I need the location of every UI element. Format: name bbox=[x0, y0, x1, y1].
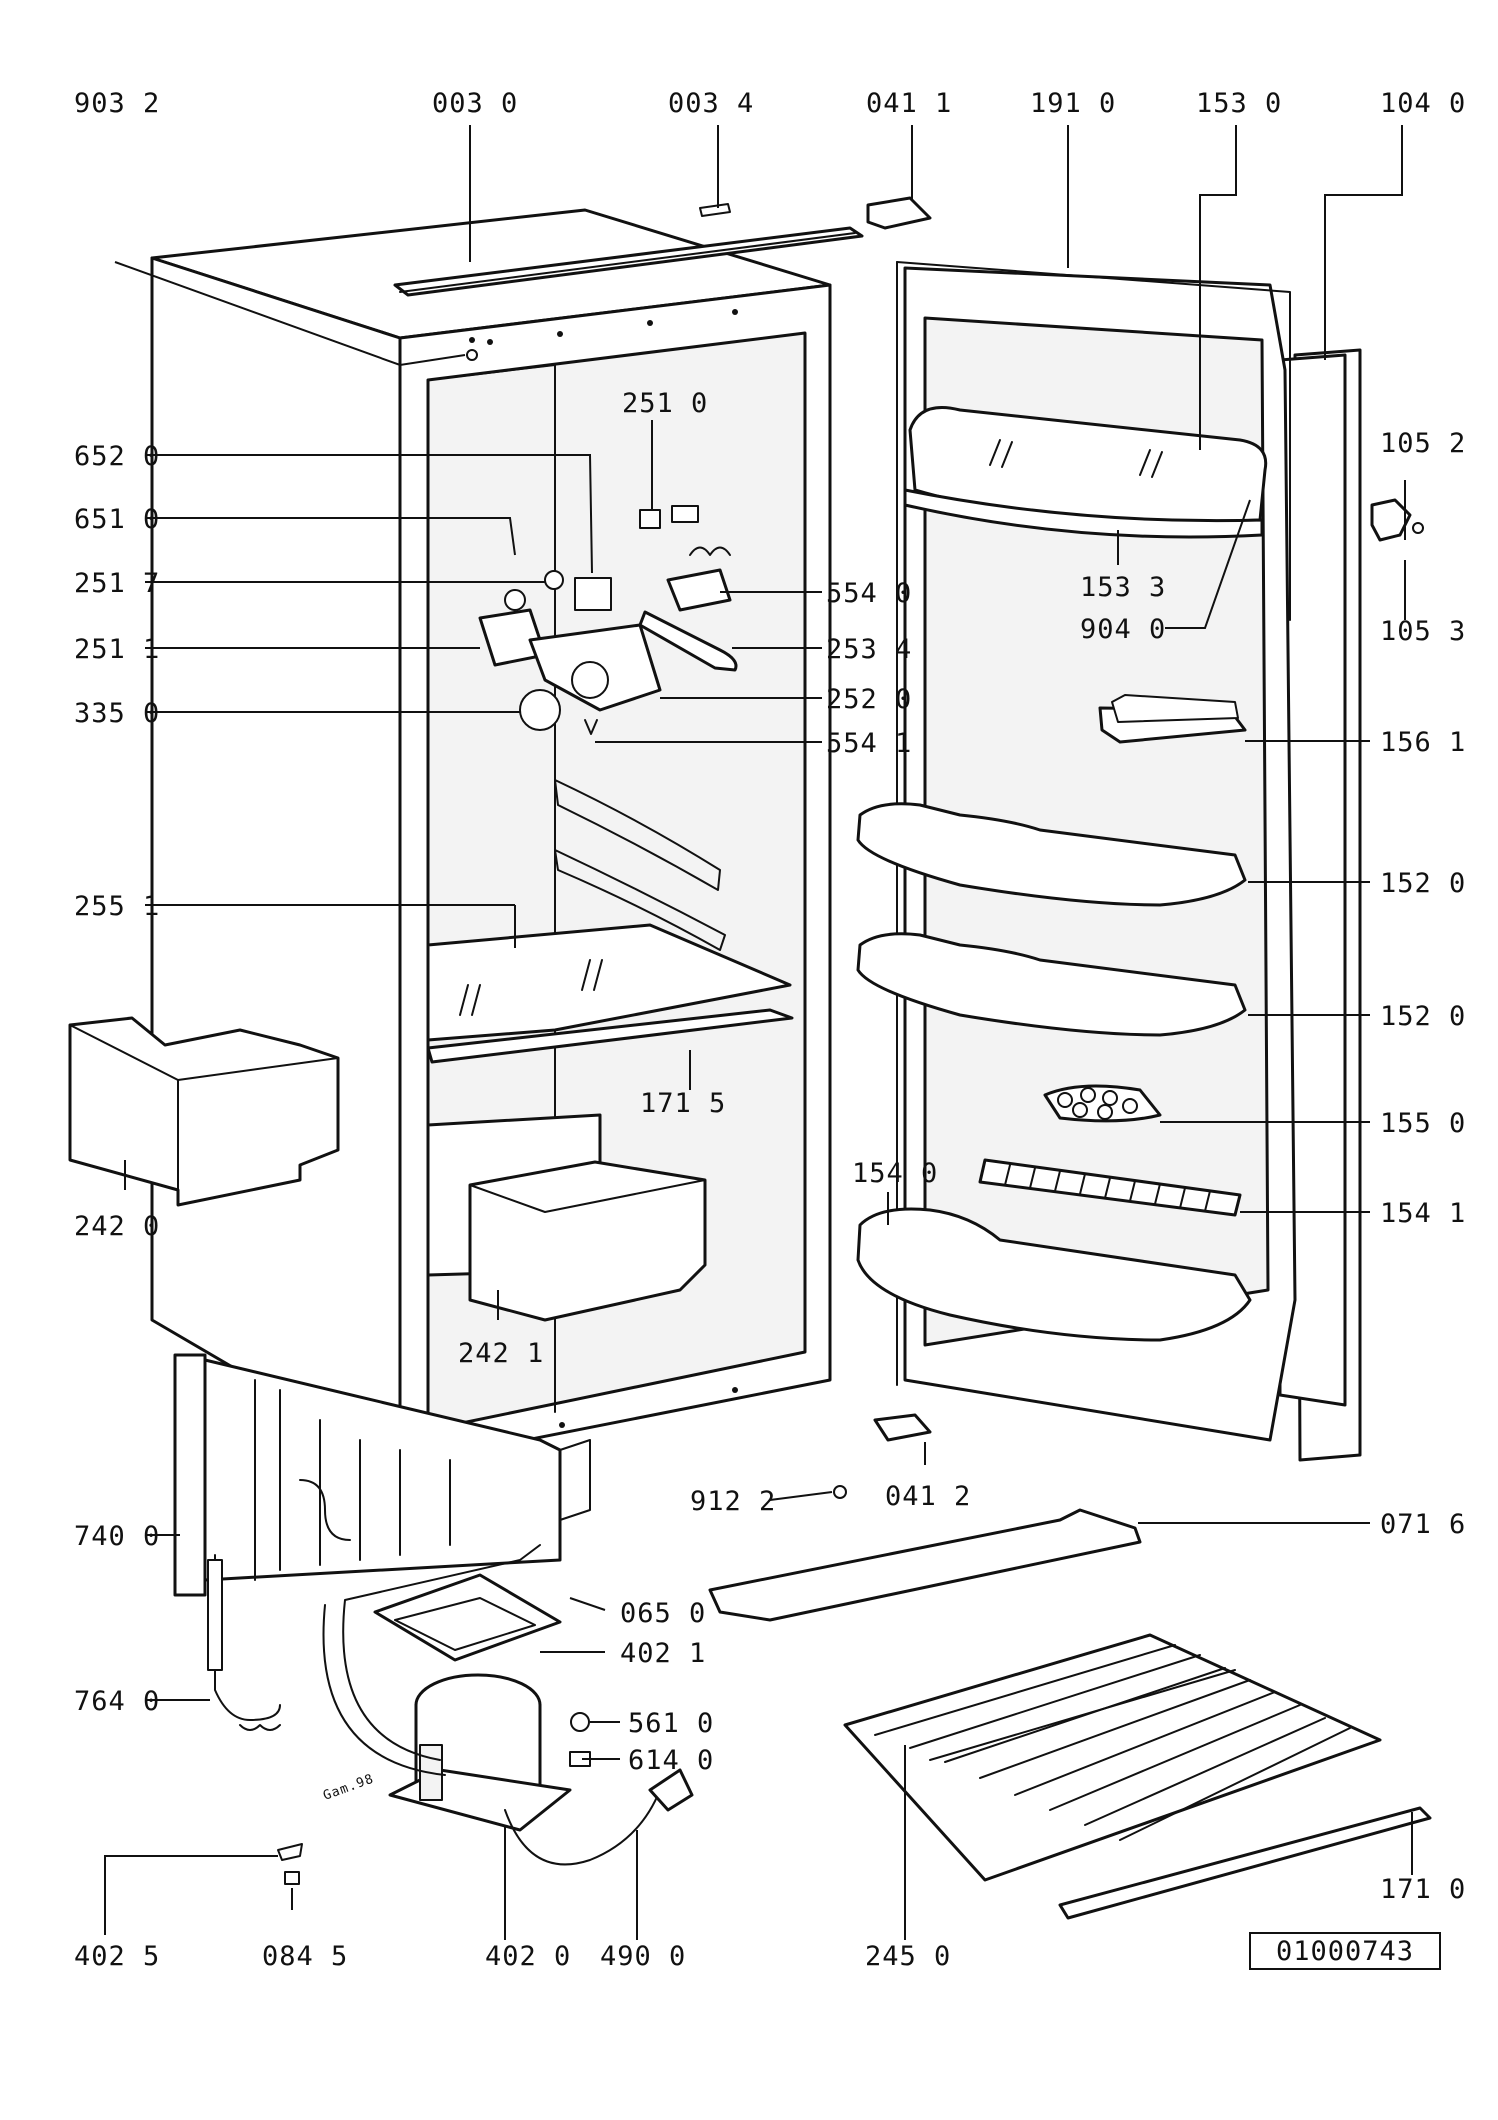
part-label-251-1: 251 1 bbox=[74, 634, 160, 665]
bottom-rail bbox=[708, 1508, 1142, 1622]
part-label-253-4: 253 4 bbox=[826, 634, 912, 665]
part-label-912-2: 912 2 bbox=[690, 1486, 776, 1517]
part-label-154-0: 154 0 bbox=[852, 1158, 938, 1189]
part-label-171-5: 171 5 bbox=[640, 1088, 726, 1119]
part-label-153-0: 153 0 bbox=[1196, 88, 1282, 119]
part-label-155-0: 155 0 bbox=[1380, 1108, 1466, 1139]
part-label-251-0: 251 0 bbox=[622, 388, 708, 419]
part-label-252-0: 252 0 bbox=[826, 684, 912, 715]
compressor: Gam.98 bbox=[207, 1544, 694, 1885]
part-label-335-0: 335 0 bbox=[74, 698, 160, 729]
part-label-003-4: 003 4 bbox=[668, 88, 754, 119]
part-label-764-0: 764 0 bbox=[74, 1686, 160, 1717]
part-label-903-2: 903 2 bbox=[74, 88, 160, 119]
part-label-242-1: 242 1 bbox=[458, 1338, 544, 1369]
part-label-084-5: 084 5 bbox=[262, 1941, 348, 1972]
thermostat-light-assembly bbox=[478, 505, 738, 951]
wire-shelf bbox=[843, 1633, 1432, 1920]
part-label-104-0: 104 0 bbox=[1380, 88, 1466, 119]
crisper-drawers bbox=[426, 1113, 707, 1322]
part-label-152-0-lower: 152 0 bbox=[1380, 1001, 1466, 1032]
part-labels: 903 2 003 0 003 4 041 1 191 0 153 0 104 … bbox=[74, 88, 1466, 1972]
part-label-065-0: 065 0 bbox=[620, 1598, 706, 1629]
part-label-041-1: 041 1 bbox=[866, 88, 952, 119]
leader-lines bbox=[104, 125, 1413, 1940]
part-label-154-1: 154 1 bbox=[1380, 1198, 1466, 1229]
part-label-554-1: 554 1 bbox=[826, 728, 912, 759]
reference-code-box: 01000743 bbox=[1249, 1932, 1441, 1970]
part-label-105-3: 105 3 bbox=[1380, 616, 1466, 647]
part-label-245-0: 245 0 bbox=[865, 1941, 951, 1972]
part-label-105-2: 105 2 bbox=[1380, 428, 1466, 459]
part-label-402-5: 402 5 bbox=[74, 1941, 160, 1972]
part-label-191-0: 191 0 bbox=[1030, 88, 1116, 119]
part-label-041-2: 041 2 bbox=[885, 1481, 971, 1512]
part-label-561-0: 561 0 bbox=[628, 1708, 714, 1739]
part-label-071-6: 071 6 bbox=[1380, 1509, 1466, 1540]
part-label-251-7: 251 7 bbox=[74, 568, 160, 599]
reference-code: 01000743 bbox=[1276, 1936, 1414, 1967]
part-label-171-0: 171 0 bbox=[1380, 1874, 1466, 1905]
compressor-stamp: Gam.98 bbox=[321, 1772, 376, 1804]
part-label-490-0: 490 0 bbox=[600, 1941, 686, 1972]
part-label-554-0: 554 0 bbox=[826, 578, 912, 609]
glass-shelf bbox=[426, 923, 794, 1064]
part-label-153-3: 153 3 bbox=[1080, 572, 1166, 603]
part-label-402-0: 402 0 bbox=[485, 1941, 571, 1972]
part-label-242-0: 242 0 bbox=[74, 1211, 160, 1242]
part-label-904-0: 904 0 bbox=[1080, 614, 1166, 645]
door bbox=[856, 261, 1362, 1462]
part-label-740-0: 740 0 bbox=[74, 1521, 160, 1552]
part-label-156-1: 156 1 bbox=[1380, 727, 1466, 758]
part-label-652-0: 652 0 bbox=[74, 441, 160, 472]
part-label-614-0: 614 0 bbox=[628, 1745, 714, 1776]
part-label-003-0: 003 0 bbox=[432, 88, 518, 119]
part-label-402-1: 402 1 bbox=[620, 1638, 706, 1669]
condenser bbox=[173, 1353, 591, 1597]
part-label-255-1: 255 1 bbox=[74, 891, 160, 922]
hinges bbox=[699, 196, 1424, 1499]
part-label-152-0-upper: 152 0 bbox=[1380, 868, 1466, 899]
door-bin-outside bbox=[68, 1016, 340, 1207]
part-label-651-0: 651 0 bbox=[74, 504, 160, 535]
